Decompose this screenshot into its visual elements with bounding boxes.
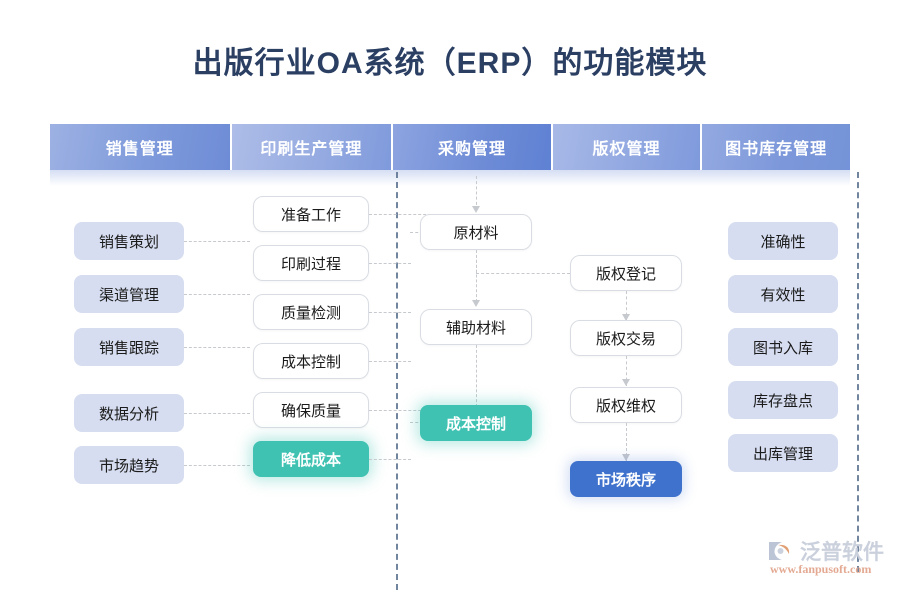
connector-data-analysis — [184, 413, 250, 414]
node-inventory-check[interactable]: 库存盘点 — [728, 381, 838, 419]
watermark-logo: 泛普软件 www.fanpusoft.com — [764, 536, 894, 582]
fanpu-logo-icon — [769, 542, 790, 560]
connector-reduce-cost-leader — [369, 459, 411, 460]
connector-raw-material-branch — [476, 250, 477, 273]
node-cost-control-procurement[interactable]: 成本控制 — [420, 405, 532, 441]
node-data-analysis[interactable]: 数据分析 — [74, 394, 184, 432]
node-cost-control-printing[interactable]: 成本控制 — [253, 343, 369, 379]
connector-raw-material-to-copyright — [476, 273, 570, 274]
connector-registration-to-trading — [626, 291, 627, 321]
node-copyright-trading[interactable]: 版权交易 — [570, 320, 682, 356]
connector-sales-planning — [184, 241, 250, 242]
node-sales-planning[interactable]: 销售策划 — [74, 222, 184, 260]
connector-ensure-quality-leader — [369, 410, 431, 411]
column-header-sales[interactable]: 销售管理 — [50, 124, 230, 170]
connector-auxiliary-to-cost-control — [476, 345, 477, 407]
connector-raw-to-auxiliary — [476, 250, 477, 302]
column-header-bar: 销售管理 印刷生产管理 采购管理 版权管理 图书库存管理 — [50, 124, 850, 170]
node-raw-material[interactable]: 原材料 — [420, 214, 532, 250]
arrowhead-copyright-rights-protection — [622, 379, 630, 386]
watermark-brand: 泛普软件 — [800, 541, 884, 564]
node-validity[interactable]: 有效性 — [728, 275, 838, 313]
connector-channel-management — [184, 294, 250, 295]
connector-quality-inspection-leader — [369, 312, 411, 313]
watermark-url: www.fanpusoft.com — [770, 562, 872, 576]
node-book-inbound[interactable]: 图书入库 — [728, 328, 838, 366]
connector-rights-protection-to-market-order — [626, 423, 627, 461]
page-title: 出版行业OA系统（ERP）的功能模块 — [192, 47, 708, 80]
node-sales-tracking[interactable]: 销售跟踪 — [74, 328, 184, 366]
node-accuracy[interactable]: 准确性 — [728, 222, 838, 260]
connector-preparation-to-raw-material — [369, 214, 431, 215]
node-market-trend[interactable]: 市场趋势 — [74, 446, 184, 484]
node-outbound-management[interactable]: 出库管理 — [728, 434, 838, 472]
column-header-inventory[interactable]: 图书库存管理 — [702, 124, 850, 170]
connector-header-to-raw-material — [476, 176, 477, 210]
node-copyright-rights-protection[interactable]: 版权维权 — [570, 387, 682, 423]
node-copyright-registration[interactable]: 版权登记 — [570, 255, 682, 291]
divider-inventory-right — [857, 172, 859, 572]
node-preparation-work[interactable]: 准备工作 — [253, 196, 369, 232]
arrowhead-auxiliary-material — [472, 300, 480, 307]
node-printing-process[interactable]: 印刷过程 — [253, 245, 369, 281]
node-quality-inspection[interactable]: 质量检测 — [253, 294, 369, 330]
connector-trading-to-rights-protection — [626, 356, 627, 386]
column-header-printing[interactable]: 印刷生产管理 — [231, 124, 392, 170]
node-ensure-quality[interactable]: 确保质量 — [253, 392, 369, 428]
connector-printing-process-leader — [369, 263, 411, 264]
node-channel-management[interactable]: 渠道管理 — [74, 275, 184, 313]
arrowhead-copyright-trading — [622, 314, 630, 321]
node-market-order[interactable]: 市场秩序 — [570, 461, 682, 497]
node-reduce-cost[interactable]: 降低成本 — [253, 441, 369, 477]
divider-procurement-left — [396, 172, 398, 590]
column-header-copyright[interactable]: 版权管理 — [552, 124, 701, 170]
arrowhead-header-to-raw-material — [472, 206, 480, 213]
node-auxiliary-material[interactable]: 辅助材料 — [420, 309, 532, 345]
arrowhead-market-order — [622, 454, 630, 461]
connector-cost-control-leader — [369, 361, 411, 362]
header-glow — [50, 170, 850, 186]
column-header-procurement[interactable]: 采购管理 — [393, 124, 551, 170]
connector-market-trend — [184, 465, 250, 466]
connector-sales-tracking — [184, 347, 250, 348]
